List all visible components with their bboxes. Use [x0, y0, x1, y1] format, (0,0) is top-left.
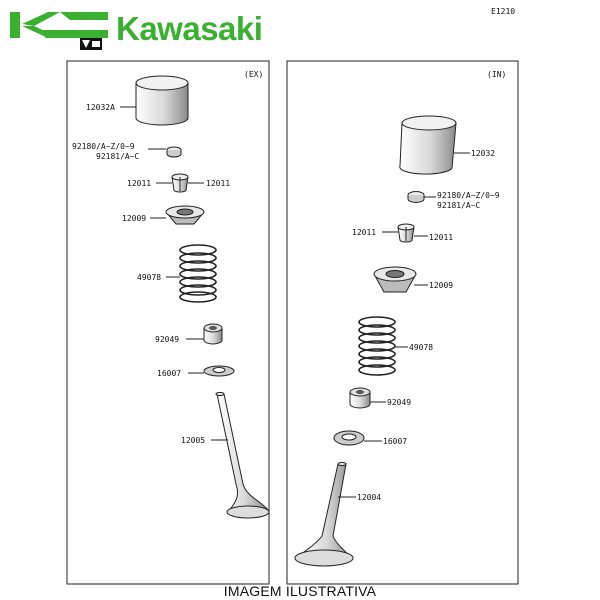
label-ex-12011-right: 12011	[206, 179, 230, 188]
label-ex-92049: 92049	[155, 335, 179, 344]
shim-in	[407, 191, 425, 203]
panel-in-tag: (IN)	[487, 70, 506, 79]
label-in-12011-right: 12011	[429, 233, 453, 242]
label-ex-12009: 12009	[122, 214, 146, 223]
spring-retainer-ex	[165, 205, 205, 225]
label-ex-12005: 12005	[181, 436, 205, 445]
keeper-in	[397, 223, 415, 243]
shim-ex	[166, 146, 182, 158]
spring-retainer-in	[373, 266, 417, 293]
spring-seat-ex	[203, 365, 235, 377]
panel-ex: (EX) 12032A 92180/A~Z/0~9 92181/A~C 1201…	[66, 60, 270, 585]
label-ex-12032A: 12032A	[86, 103, 115, 112]
label-in-12009: 12009	[429, 281, 453, 290]
label-in-16007: 16007	[383, 437, 407, 446]
label-ex-92180: 92180/A~Z/0~9	[72, 142, 135, 151]
stem-seal-in	[349, 387, 371, 409]
label-in-92180: 92180/A~Z/0~9	[437, 191, 500, 200]
tappet-bucket-ex	[135, 75, 189, 126]
label-ex-16007: 16007	[157, 369, 181, 378]
label-in-12004: 12004	[357, 493, 381, 502]
panel-ex-frame	[66, 60, 270, 585]
kawasaki-logo: Kawasaki	[10, 10, 263, 50]
panel-in-frame	[286, 60, 519, 585]
valve-spring-in	[358, 316, 396, 376]
diagram-code: E1210	[491, 7, 516, 16]
label-in-12011-left: 12011	[352, 228, 376, 237]
tappet-bucket-in	[399, 115, 457, 175]
label-ex-92181: 92181/A~C	[96, 152, 140, 161]
intake-valve	[294, 462, 354, 567]
label-in-12032: 12032	[471, 149, 495, 158]
stem-seal-ex	[203, 323, 223, 345]
label-in-92181: 92181/A~C	[437, 201, 481, 210]
caption: IMAGEM ILUSTRATIVA	[223, 583, 377, 599]
label-ex-12011-left: 12011	[127, 179, 151, 188]
exhaust-valve	[215, 392, 270, 519]
valve-spring-ex	[179, 244, 217, 303]
label-ex-49078: 49078	[137, 273, 161, 282]
label-in-49078: 49078	[409, 343, 433, 352]
spring-seat-in	[333, 430, 365, 446]
label-in-92049: 92049	[387, 398, 411, 407]
river-mark-icon	[10, 12, 108, 50]
panel-ex-tag: (EX)	[244, 70, 263, 79]
keeper-ex	[171, 173, 189, 193]
panel-in: (IN) 12032 92180/A~Z/0~9 92181/A~C 12011…	[286, 60, 519, 585]
brand-wordmark: Kawasaki	[116, 10, 262, 47]
